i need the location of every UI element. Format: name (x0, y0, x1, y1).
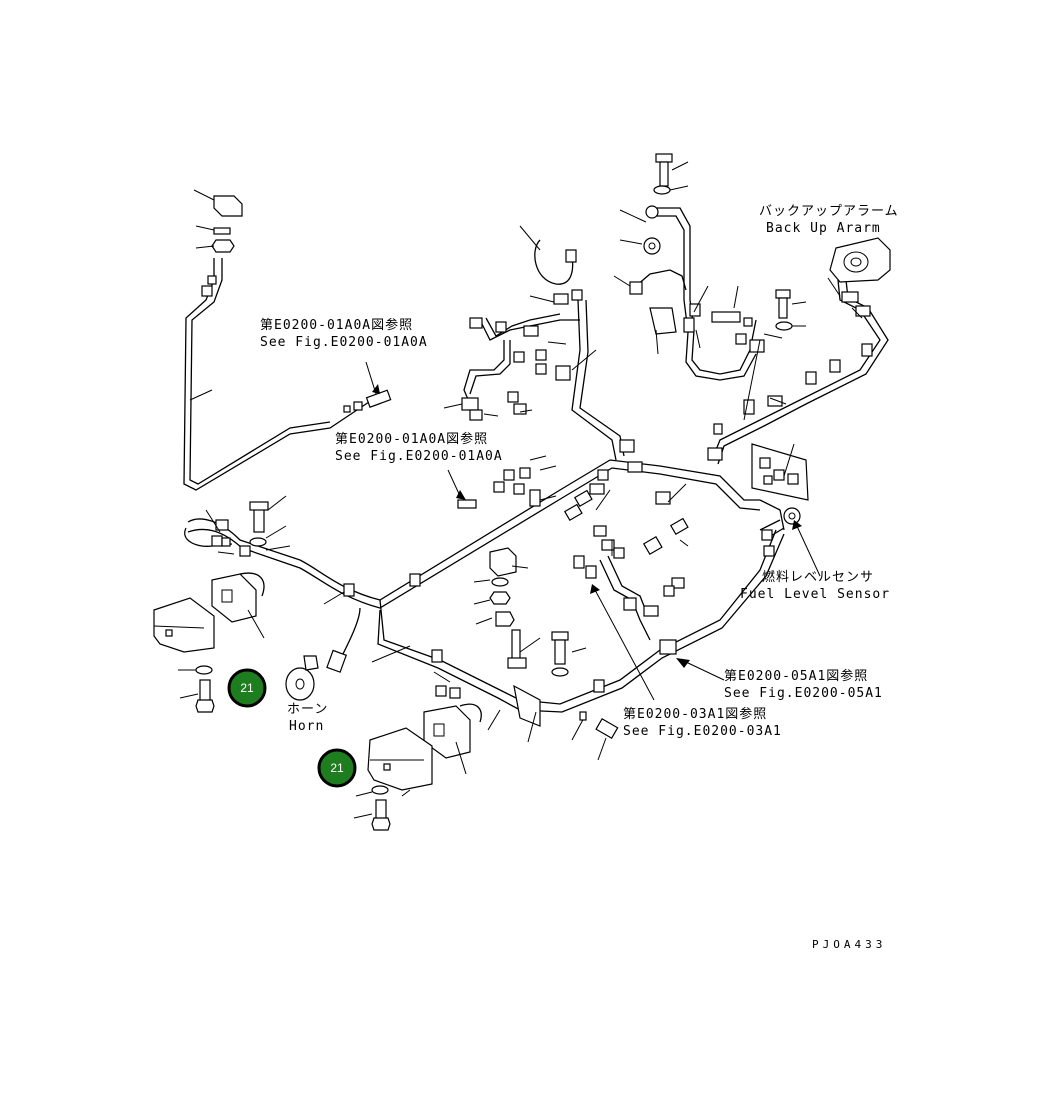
backup-alarm-label-en: Back Up Ararm (766, 221, 881, 236)
fuel-level-sensor (759, 507, 821, 577)
work-lamp-right (423, 671, 501, 775)
ref-e0200-01a0a-top-en: See Fig.E0200-01A0A (260, 335, 428, 350)
drawing-code: PJOA433 (812, 938, 886, 951)
ref-e0200-05a1-en: See Fig.E0200-05A1 (724, 686, 883, 701)
ref-e0200-01a0a-top-jp: 第E0200-01A0A図参照 (260, 317, 413, 333)
ref-e0200-05a1-jp: 第E0200-05A1図参照 (724, 668, 868, 684)
horn-label-jp: ホーン (287, 702, 328, 717)
top-left-connector (193, 189, 243, 253)
ref-e0200-01a0a-mid-jp: 第E0200-01A0A図参照 (335, 431, 488, 447)
bracket-right (353, 727, 433, 831)
work-lamp-left (211, 572, 265, 639)
ref-e0200-03a1-en: See Fig.E0200-03A1 (623, 724, 782, 739)
backup-alarm-label-jp: バックアップアラーム (759, 204, 899, 219)
fuel-sensor-label-jp: 燃料レベルセンサ (762, 569, 874, 585)
callout-21-bottom-number: 21 (330, 761, 344, 775)
left-bolt (249, 495, 291, 551)
center-bolt (519, 631, 619, 761)
callout-21-left-number: 21 (240, 681, 254, 695)
upper-center-harness (443, 225, 671, 505)
left-bundle (184, 509, 251, 557)
labels: バックアップアラーム Back Up Ararm 第E0200-01A0A図参照… (260, 204, 899, 951)
fuel-sensor-label-en: Fuel Level Sensor (740, 587, 890, 602)
ref-e0200-03a1-jp: 第E0200-03A1図参照 (623, 706, 767, 722)
backup-alarm (829, 237, 891, 283)
center-connector-stack (473, 547, 541, 727)
right-harness (707, 277, 889, 465)
middle-connectors (447, 455, 689, 701)
ref-connector-a (343, 361, 392, 413)
horn (285, 607, 361, 701)
main-harness (187, 459, 785, 713)
callout-21-bottom-circle (317, 748, 357, 788)
callout-21-left[interactable]: 21 (227, 668, 267, 708)
ref-e0200-01a0a-mid-en: See Fig.E0200-01A0A (335, 449, 503, 464)
callout-21-bottom[interactable]: 21 (317, 748, 357, 788)
top-center-assembly (613, 153, 783, 381)
right-control-box (751, 443, 809, 531)
horn-label-en: Horn (289, 719, 324, 734)
left-harness-pipe (183, 258, 373, 491)
label-leaders (676, 658, 725, 681)
bracket-left (153, 597, 215, 713)
callout-21-left-circle (227, 668, 267, 708)
